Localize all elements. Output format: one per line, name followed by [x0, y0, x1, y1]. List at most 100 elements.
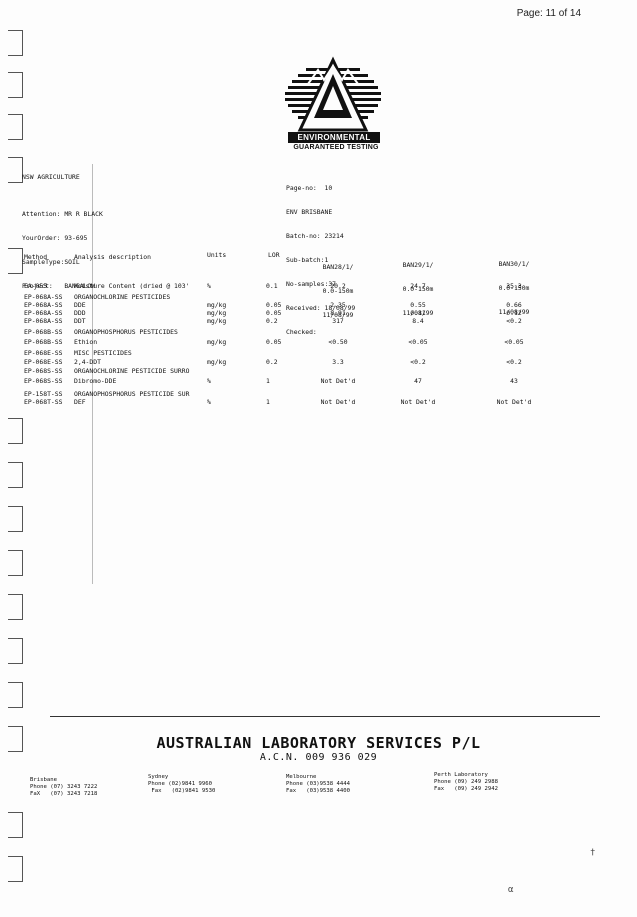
cell-v2: 0.55 — [410, 301, 426, 309]
cell-v3: 0.66 — [506, 301, 522, 309]
office-brisbane: Brisbane Phone (07) 3243 7222 FaX (07) 3… — [30, 777, 97, 798]
cell-desc: DDD — [74, 309, 86, 317]
cell-units: mg/kg — [207, 301, 227, 309]
cell-v3: 0.12 — [506, 309, 522, 317]
cell-lor: 0.05 — [266, 301, 282, 309]
cell-method: EP-068B-SS — [24, 328, 63, 336]
cell-method: EP-068T-SS — [24, 398, 63, 406]
cell-desc: DDT — [74, 317, 86, 325]
cell-units: % — [207, 398, 211, 406]
cell-units: mg/kg — [207, 317, 227, 325]
office-sydney: Sydney Phone (02)9841 9960 Fax (02)9841 … — [148, 774, 215, 795]
attention-line: Attention: MR R BLACK — [22, 210, 103, 218]
batch-no-samples: No-samples:37 — [286, 280, 337, 288]
header-sample-3-date: 11/08/99 — [498, 308, 530, 316]
header-method: Method — [24, 253, 48, 261]
cell-v1: 20.2 — [330, 282, 346, 290]
cell-method: EP-068E-SS — [24, 358, 63, 366]
header-units: Units — [207, 251, 227, 259]
binder-hole-mark — [8, 682, 23, 708]
client-name: NSW AGRICULTURE — [22, 173, 80, 181]
cell-v2: 0.11 — [410, 309, 426, 317]
cell-v2: <0.2 — [410, 358, 426, 366]
cell-desc: MISC PESTICIDES — [74, 349, 132, 357]
office-fax: Fax (02)9841 9530 — [148, 788, 216, 794]
scan-mark: α — [508, 885, 514, 895]
binder-hole-mark — [8, 638, 23, 664]
scan-mark: † — [590, 848, 596, 858]
client-details: Attention: MR R BLACK YourOrder: 93-695 … — [22, 194, 103, 306]
cell-method: EP-068A-SS — [24, 309, 63, 317]
cell-v2: 24.7 — [410, 282, 426, 290]
binder-hole-mark — [8, 418, 23, 444]
header-analysis: Analysis description — [74, 253, 151, 261]
cell-lor: 1 — [266, 398, 270, 406]
cell-desc: DDE — [74, 301, 86, 309]
order-line: YourOrder: 93-695 — [22, 234, 88, 242]
header-sample-1-depth: 0.0-150m — [322, 287, 354, 295]
cell-v1: <0.50 — [328, 338, 348, 346]
cell-desc: Dibromo-DDE — [74, 377, 117, 385]
cell-method: EP-068B-SS — [24, 338, 63, 346]
office-phone: Phone (03)9538 4444 — [286, 781, 350, 787]
logo-banner: ENVIRONMENTAL — [288, 132, 380, 143]
cell-v3: <0.2 — [506, 358, 522, 366]
binder-hole-mark — [8, 30, 23, 56]
cell-units: mg/kg — [207, 338, 227, 346]
cell-desc: Ethion — [74, 338, 98, 346]
cell-units: mg/kg — [207, 309, 227, 317]
cell-v2: 47 — [414, 377, 422, 385]
header-sample-2-date: 11/08/99 — [402, 309, 434, 317]
cell-lor: 0.2 — [266, 358, 278, 366]
company-acn: A.C.N. 009 936 029 — [259, 752, 378, 763]
header-sample-2-id: BAN29/1/ — [402, 261, 434, 269]
header-sample-2: BAN29/1/ 0.0-150m 11/08/99 — [388, 245, 448, 333]
binder-hole-mark — [8, 594, 23, 620]
header-sample-3-depth: 0.0-150m — [498, 284, 530, 292]
sample-type-line: SampleType:SOIL — [22, 258, 80, 266]
cell-v1: Not Det'd — [320, 398, 356, 406]
cell-v2: Not Det'd — [400, 398, 436, 406]
binder-hole-mark — [8, 550, 23, 576]
cell-method: EP-068S-SS — [24, 367, 63, 375]
cell-v1: Not Det'd — [320, 377, 356, 385]
office-perth: Perth Laboratory Phone (09) 249 2988 Fax… — [434, 772, 498, 793]
project-line: Project: BANGALOW — [22, 282, 96, 290]
cell-method: EP-068E-SS — [24, 349, 63, 357]
cell-method: EP-158T-SS — [24, 390, 63, 398]
cell-desc: DEF — [74, 398, 86, 406]
cell-v1: 317 — [332, 317, 344, 325]
cell-lor: 1 — [266, 377, 270, 385]
cell-v3: 35.3 — [506, 282, 522, 290]
office-phone: Phone (09) 249 2988 — [434, 779, 498, 785]
batch-checked: Checked: — [286, 328, 317, 336]
binder-hole-mark — [8, 812, 23, 838]
office-city: Sydney — [148, 774, 169, 780]
cell-lor: 0.05 — [266, 338, 282, 346]
binder-hole-mark — [8, 72, 23, 98]
binder-hole-mark — [8, 114, 23, 140]
header-sample-2-depth: 0.0-150m — [402, 285, 434, 293]
header-sample-1-id: BAN28/1/ — [322, 263, 354, 271]
cell-v2: <0.05 — [408, 338, 428, 346]
cell-method: EP-068S-SS — [24, 377, 63, 385]
cell-units: % — [207, 377, 211, 385]
batch-sub: Sub-batch:1 — [286, 256, 329, 264]
batch-details: Page-no: 10 ENV BRISBANE Batch-no: 23214… — [286, 168, 355, 352]
office-phone: Phone (07) 3243 7222 — [30, 784, 98, 790]
cell-desc: 2,4-DDT — [74, 358, 101, 366]
batch-lab: ENV BRISBANE — [286, 208, 333, 216]
cell-v1: 2.35 — [330, 301, 346, 309]
cell-lor: 0.05 — [266, 309, 282, 317]
cell-desc: ORGANOPHOSPHORUS PESTICIDE SUR — [74, 390, 190, 398]
cell-desc: ORGANOCHLORINE PESTICIDES — [74, 293, 171, 301]
cell-desc: ORGANOCHLORINE PESTICIDE SURRO — [74, 367, 190, 375]
batch-page-no: Page-no: 10 — [286, 184, 333, 192]
cell-v1: 3.3 — [332, 358, 344, 366]
binder-hole-mark — [8, 462, 23, 488]
environmental-logo-icon — [285, 56, 381, 132]
cell-v3: <0.2 — [506, 317, 522, 325]
cell-v3: <0.05 — [504, 338, 524, 346]
office-fax: Fax (09) 249 2942 — [434, 786, 498, 792]
